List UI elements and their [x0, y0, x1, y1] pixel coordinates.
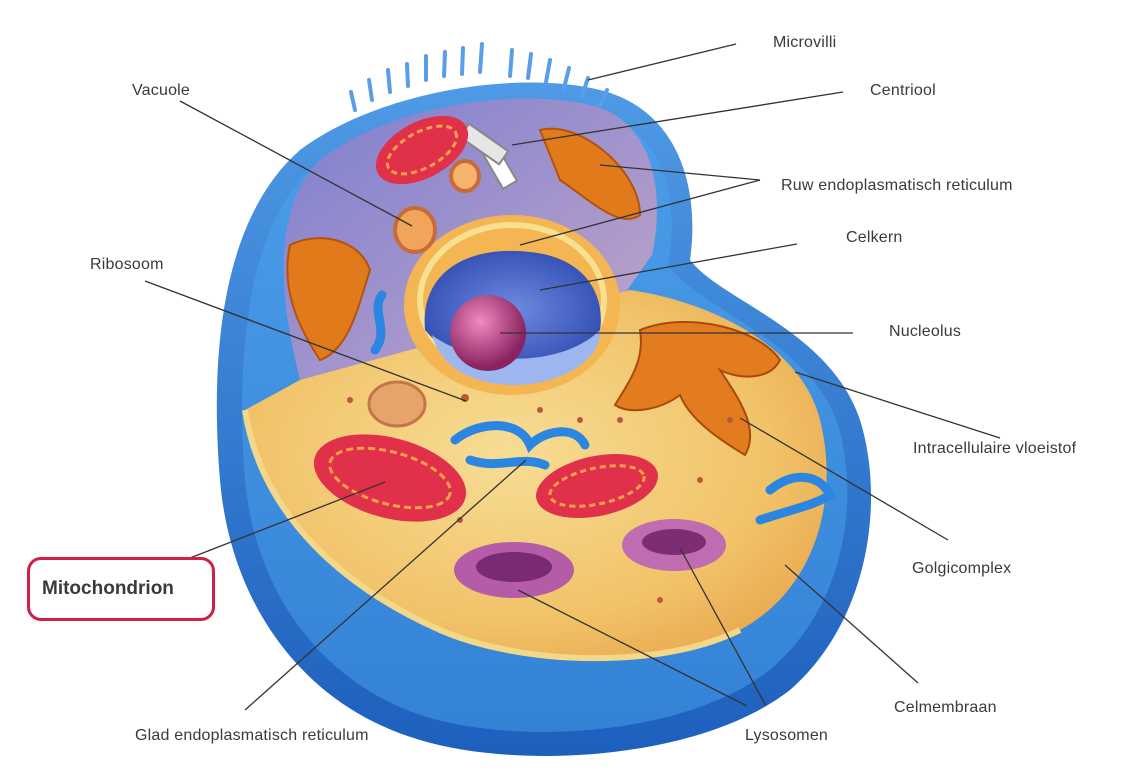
vacuole — [393, 206, 437, 254]
golgi-complex — [613, 321, 782, 457]
label-lysosomen: Lysosomen — [745, 727, 829, 744]
label-mitochondrion: Mitochondrion — [42, 578, 174, 599]
label-ruw-er: Ruw endoplasmatisch reticulum — [781, 177, 1013, 194]
label-vacuole: Vacuole — [132, 82, 191, 99]
label-microvilli: Microvilli — [773, 34, 837, 51]
leader-lines — [144, 43, 1001, 711]
label-intracellulaire-vloeistof: Intracellulaire vloeistof — [913, 440, 1077, 457]
rough-er — [286, 127, 642, 362]
label-celkern: Celkern — [846, 229, 903, 246]
label-glad-er: Glad endoplasmatisch reticulum — [135, 727, 369, 744]
lysosomes — [367, 380, 726, 598]
nucleus — [404, 215, 620, 395]
label-golgicomplex: Golgicomplex — [912, 560, 1012, 577]
label-nucleolus: Nucleolus — [889, 323, 962, 340]
small-vacuole — [449, 159, 481, 193]
label-celmembraan: Celmembraan — [894, 699, 997, 716]
label-ribosoom: Ribosoom — [90, 256, 164, 273]
highlight-box — [27, 557, 215, 621]
cytoplasm-edge — [242, 409, 742, 662]
mitochondria — [313, 115, 658, 522]
nucleolus — [450, 295, 526, 371]
smooth-er — [370, 290, 836, 525]
microvilli — [349, 42, 609, 112]
label-centriool: Centriool — [870, 82, 936, 99]
